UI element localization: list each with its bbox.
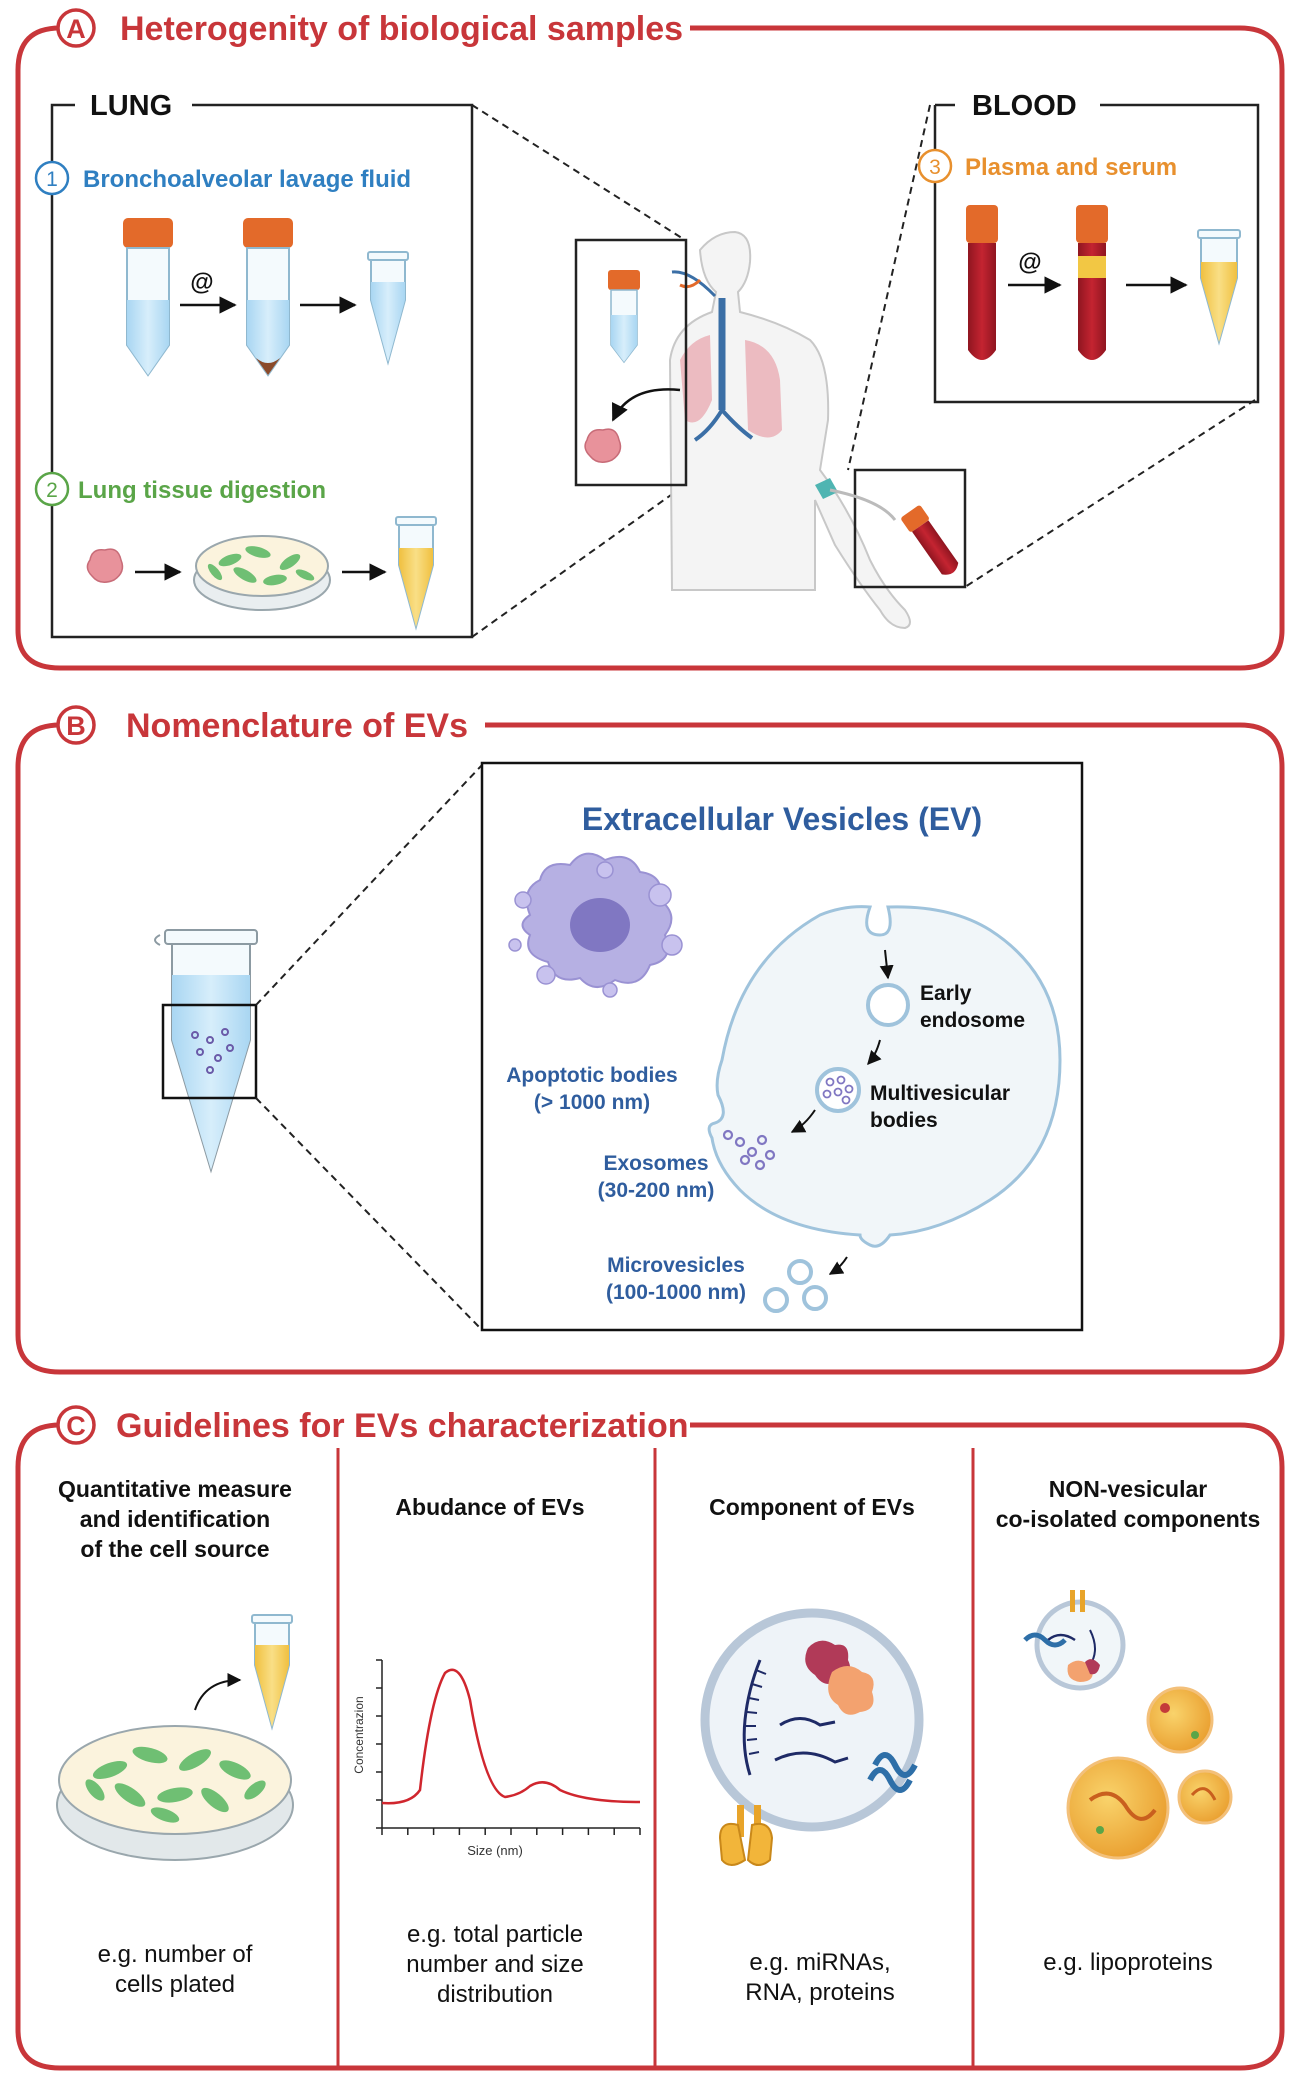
col2-example-line1: e.g. total particle (407, 1921, 583, 1948)
col1-title-line3: of the cell source (80, 1536, 269, 1562)
panel-a-title: Heterogenity of biological samples (120, 10, 683, 48)
panel-b-frame (15, 722, 1285, 1375)
col3-example-line2: RNA, proteins (745, 1979, 894, 2006)
tube-cap (243, 218, 293, 248)
size-distribution-chart: Size (nm) Concentrazion (352, 1659, 641, 1858)
panel-b: B Nomenclature of EVs Extracellular Vesi… (15, 705, 1285, 1375)
tissue-piece-icon (86, 548, 124, 583)
blood-draw-tube (815, 478, 959, 575)
col2-title: Abudance of EVs (395, 1494, 584, 1520)
eppendorf-zoom-box (161, 1003, 258, 1100)
early-endosome-line2: endosome (920, 1009, 1025, 1032)
apoptotic-label-line1: Apoptotic bodies (506, 1064, 678, 1087)
membrane-protein-icon (718, 1805, 774, 1866)
step2-label: Lung tissue digestion (78, 477, 326, 504)
panel-b-badge (56, 705, 96, 745)
col1-example-line1: e.g. number of (98, 1941, 253, 1968)
falcon-tube-pellet (243, 218, 293, 377)
col1-example-line2: cells plated (115, 1971, 235, 1998)
lung-box (50, 103, 474, 639)
mini-chart-ylabel: Concentrazion (352, 1696, 366, 1773)
apoptotic-body-icon (508, 852, 683, 998)
step3-badge (917, 148, 953, 184)
panel-c-frame (15, 1422, 1285, 2071)
blood-box-title: BLOOD (972, 90, 1077, 122)
arrow-biopsy (611, 388, 681, 422)
lung-box-title: LUNG (90, 90, 172, 122)
col4-title-line1: NON-vesicular (1049, 1476, 1208, 1502)
panel-b-letter: B (66, 711, 86, 741)
blood-connector-right (964, 399, 1256, 588)
petri-dish-cells-icon (56, 1725, 294, 1861)
petri-dish-icon (193, 535, 331, 611)
step3-label: Plasma and serum (965, 154, 1177, 181)
small-falcon-tube (608, 270, 640, 364)
lung-connector-top (471, 104, 686, 241)
panel-b-title: Nomenclature of EVs (126, 707, 468, 745)
mvb-line1: Multivesicular (870, 1082, 1010, 1105)
eppendorf-tissue (395, 516, 437, 631)
non-vesicular-icon (1023, 1590, 1126, 1691)
panel-c-letter: C (66, 1411, 86, 1441)
blood-tube-whole (966, 205, 998, 360)
ev-components-icon (700, 1608, 924, 1866)
biopsy-tissue-icon (584, 428, 622, 463)
step3-number: 3 (929, 156, 941, 179)
panel-a-frame (15, 25, 1285, 671)
step1-number: 1 (46, 168, 58, 191)
human-body-illustration (668, 230, 911, 630)
col3-title: Component of EVs (709, 1494, 915, 1520)
mini-chart-curve (381, 1668, 641, 1805)
cell-membrane-illustration (707, 905, 1062, 1313)
blood-draw-callout-box (853, 468, 967, 589)
microvesicles-line1: Microvesicles (607, 1254, 745, 1277)
centrifuge-symbol-2: @ (1018, 249, 1041, 276)
apoptotic-label-line2: (> 1000 nm) (534, 1091, 650, 1114)
tube-cap (123, 218, 173, 248)
eppendorf-bal (367, 251, 409, 366)
ev-box-title: Extracellular Vesicles (EV) (582, 801, 982, 837)
blood-box (933, 103, 1260, 404)
panel-a-badge (56, 8, 96, 48)
centrifuge-symbol-1: @ (190, 269, 213, 296)
falcon-tube-bal (123, 218, 173, 377)
step1-label: Bronchoalveolar lavage fluid (83, 166, 411, 193)
lipoprotein-icon (1066, 1686, 1233, 1860)
panel-a-letter: A (66, 14, 86, 44)
step2-number: 2 (46, 479, 58, 502)
step2-badge (34, 471, 70, 507)
col2-example-line2: number and size (406, 1951, 583, 1978)
blood-connector-left (847, 104, 931, 471)
early-endosome-line1: Early (920, 982, 972, 1005)
mini-chart-xlabel: Size (nm) (467, 1843, 523, 1858)
panel-c-badge (56, 1405, 96, 1445)
mvb-line2: bodies (870, 1109, 938, 1132)
blood-tube-separated (1076, 205, 1108, 360)
col3-example-line1: e.g. miRNAs, (749, 1949, 890, 1976)
col4-example-line1: e.g. lipoproteins (1043, 1949, 1212, 1976)
panel-c: C Guidelines for EVs characterization Qu… (15, 1405, 1285, 2071)
microvesicles-line2: (100-1000 nm) (606, 1281, 746, 1304)
arrow-to-eppendorf-c (194, 1673, 242, 1711)
ev-connector-bottom (255, 1097, 483, 1331)
col4-title-line2: co-isolated components (996, 1506, 1261, 1532)
col1-title-line2: and identification (80, 1506, 270, 1532)
lung-connector-bottom (471, 484, 686, 638)
exosomes-line2: (30-200 nm) (598, 1179, 715, 1202)
step1-badge (34, 160, 70, 196)
col2-example-line3: distribution (437, 1981, 553, 2008)
col1-title-line1: Quantitative measure (58, 1476, 292, 1502)
panel-a: A Heterogenity of biological samples LUN… (15, 8, 1285, 671)
exosomes-line1: Exosomes (603, 1152, 708, 1175)
eppendorf-plasma (1197, 229, 1241, 346)
ev-connector-top (255, 764, 483, 1006)
panel-c-title: Guidelines for EVs characterization (116, 1407, 689, 1445)
bal-callout-box (574, 238, 688, 487)
eppendorf-large (154, 929, 258, 1174)
eppendorf-c (251, 1614, 293, 1731)
